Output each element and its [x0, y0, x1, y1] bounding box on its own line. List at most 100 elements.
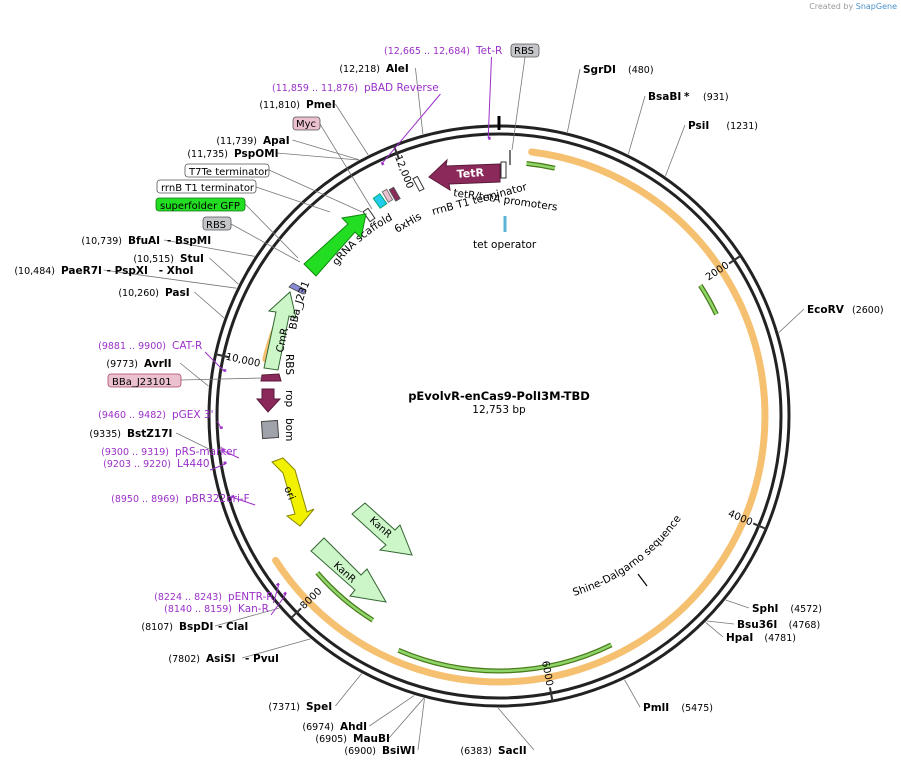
ruler-tick [290, 607, 302, 619]
kanR-arrow-1 [351, 502, 413, 556]
primer-connector [487, 56, 492, 139]
restriction-site: (6974)AhdI [302, 721, 367, 733]
box-connector [230, 223, 301, 263]
feature-box-text: RBS [514, 46, 534, 57]
primer-name: pBR322ori-F [185, 493, 250, 505]
box-connector [268, 169, 363, 213]
feature-box-bg [107, 373, 182, 388]
feature-arrows [255, 158, 501, 603]
primer-range: (9300 .. 9319) [101, 447, 169, 458]
site-position: (10,739) [81, 236, 122, 247]
site-name: PasI [165, 287, 190, 299]
site-name: HpaI [726, 632, 753, 644]
gfp-tag-marker [372, 193, 388, 209]
primer-name: pRS-marker [175, 446, 238, 458]
feature-box-text: BBa_J23101 [112, 377, 172, 388]
ruler-tick-label: 10,000 [225, 352, 262, 370]
restriction-site: (7802)AsiSI- PvuI [168, 653, 279, 665]
restriction-site: (10,484)PaeR7I- PspXI- XhoI [14, 265, 193, 277]
site-position: (10,260) [118, 288, 159, 299]
restriction-site: EcoRV(2600) [807, 304, 884, 316]
primer-name: pENTR-R [228, 591, 274, 603]
site-name: SgrDI [583, 64, 616, 76]
primer-name: L4440 [177, 458, 210, 470]
site-mark: * [684, 91, 690, 103]
primer-name: CAT-R [172, 340, 202, 352]
dir-arrow-right [699, 284, 718, 315]
ruler-tick [752, 522, 767, 530]
gfp-arrow [303, 213, 367, 277]
feature-box-text: T7Te terminator [188, 167, 269, 178]
site-connector [194, 291, 225, 319]
site-connector [417, 698, 425, 751]
site-isoschizomer: - PspXI [107, 265, 148, 277]
j23115-marker [288, 282, 307, 295]
site-connector [176, 432, 210, 450]
feature-box: superfolder GFP [155, 197, 246, 212]
site-position: (1231) [726, 121, 758, 132]
site-position: (6974) [302, 722, 334, 733]
primer-marker [283, 591, 287, 596]
restriction-site: BsaBI*(931) [648, 91, 729, 103]
site-name: PaeR7I [61, 265, 102, 277]
restriction-site: (9773)AvrII [106, 358, 171, 370]
primer-range: (8224 .. 8243) [154, 592, 222, 603]
restriction-site: (7371)SpeI [268, 701, 332, 713]
site-name: AsiSI [206, 653, 235, 665]
restriction-site: (12,218)AleI [339, 63, 408, 75]
restriction-sites: SgrDI(480)BsaBI*(931)PsiI(1231)EcoRV(260… [14, 63, 883, 757]
primer-range: (9881 .. 9900) [98, 341, 166, 352]
snapgene-credit: Created by SnapGene [809, 2, 897, 11]
ori-arrow [271, 457, 315, 527]
tetR-label: TetR [456, 166, 485, 181]
site-name: BsaBI [648, 91, 681, 103]
site-name: AleI [386, 63, 409, 75]
feature-box: RBS [202, 216, 232, 231]
ruler-tick [728, 254, 742, 265]
restriction-site: (6905)MauBI [315, 733, 390, 745]
site-position: (8107) [141, 622, 173, 633]
site-name: MauBI [353, 733, 390, 745]
site-connector [567, 68, 581, 133]
site-position: (7802) [168, 654, 200, 665]
dir-arrow-bottom [397, 643, 612, 673]
his-marker [388, 186, 401, 202]
site-name: PsiI [688, 120, 709, 132]
restriction-site: PsiI (1231) [688, 120, 758, 132]
rbs-inner-label: RBS [283, 354, 295, 375]
primer-connector [381, 93, 441, 165]
site-connector [179, 362, 209, 387]
feature-box: T7Te terminator [184, 163, 270, 178]
restriction-site: (10,739)BfuAI- BspMI [81, 235, 211, 247]
ruler-tick-label: 6000 [539, 660, 555, 687]
restriction-site: PmlI(5475) [643, 702, 713, 714]
myc-marker [381, 188, 394, 203]
primer-site: (9300 .. 9319) pRS-marker [101, 446, 240, 459]
feature-box-text: superfolder GFP [160, 201, 240, 212]
site-connector [335, 673, 362, 707]
primer-range: (9203 .. 9220) [103, 459, 171, 470]
credit-brand: SnapGene [855, 2, 897, 11]
feature-box-bg [155, 197, 246, 212]
primer-sites: (12,665 .. 12,684)Tet-R(11,859 .. 11,876… [98, 45, 502, 616]
primer-range: (8140 .. 8159) [164, 604, 232, 615]
restriction-site: (11,735)PspOMI [187, 148, 278, 160]
feature-box-bg [510, 43, 540, 58]
feature-box-bg [184, 163, 270, 178]
restriction-site: (10,515)StuI [133, 253, 204, 265]
site-name: Bsu36I [737, 619, 777, 631]
primer-site: (8950 .. 8969)pBR322ori-F [111, 493, 256, 506]
site-connector [665, 124, 686, 177]
backbone-outer-ring [207, 124, 791, 708]
feature-box-text: RBS [206, 220, 226, 231]
rop-arrow [255, 388, 282, 413]
restriction-site: (6900)BsiWI [344, 745, 415, 757]
site-connector [163, 239, 255, 257]
small-features [288, 150, 648, 587]
restriction-site: Bsu36I(4768) [737, 619, 820, 631]
primer-connector [204, 351, 225, 372]
site-connector [388, 697, 425, 739]
site-position: (4572) [790, 604, 822, 615]
restriction-site: (11,810)PmeI [259, 99, 335, 111]
